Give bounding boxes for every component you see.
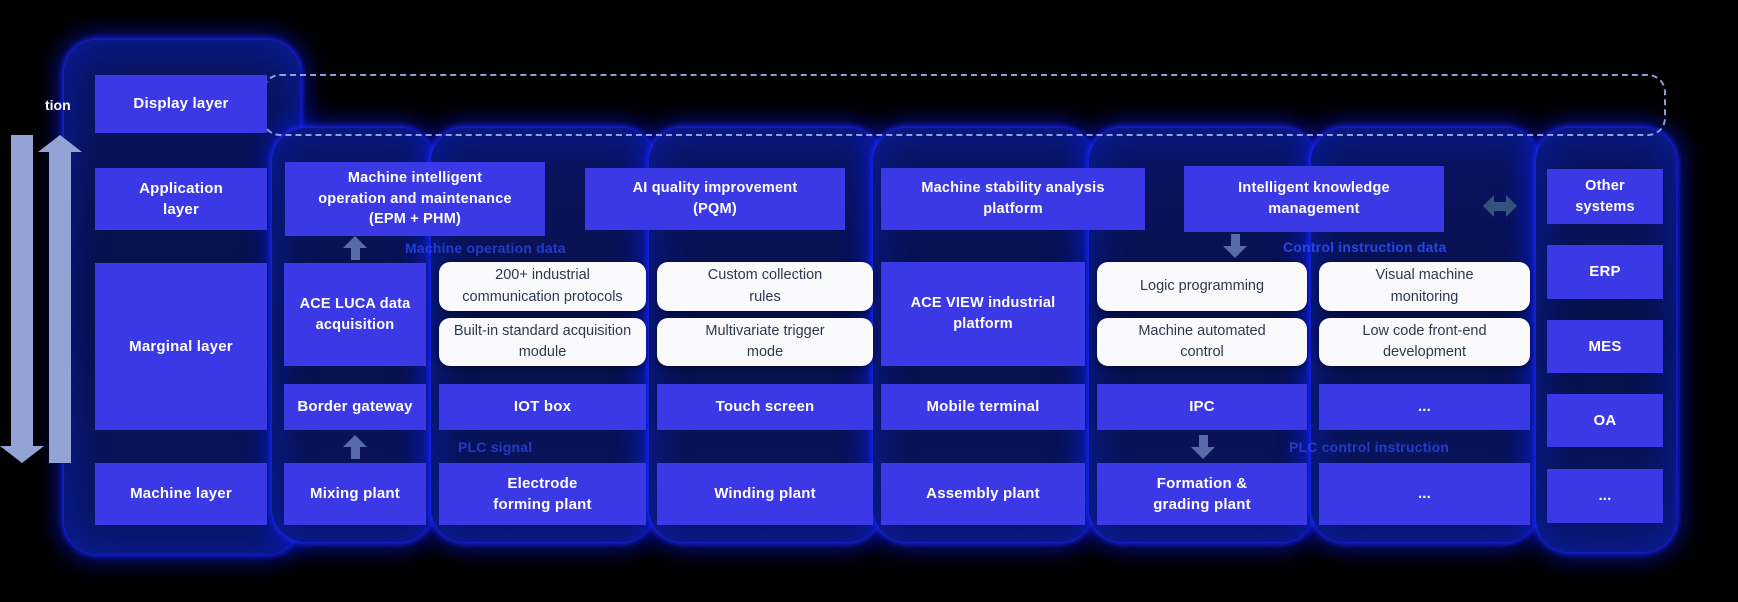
mini-arrow-down-icon [1191, 435, 1215, 459]
big-arrow-up-icon [38, 135, 82, 463]
external-box-erp: ERP [1547, 245, 1663, 299]
mini-arrow-up-icon [343, 236, 367, 260]
partial-clipped-text: tion [45, 97, 71, 113]
layer-box-application: Application layer [95, 168, 267, 230]
app-box-knowledge: Intelligent knowledge management [1184, 166, 1444, 232]
device-box-touch-screen: Touch screen [657, 384, 873, 430]
white-box-low-code: Low code front-end development [1319, 318, 1530, 366]
device-box-ipc: IPC [1097, 384, 1307, 430]
external-box-more: ... [1547, 469, 1663, 523]
white-box-multivariate: Multivariate trigger mode [657, 318, 873, 366]
white-box-visual-monitoring: Visual machine monitoring [1319, 262, 1530, 311]
device-box-border-gateway: Border gateway [284, 384, 426, 430]
app-box-epm-phm: Machine intelligent operation and mainte… [285, 162, 545, 236]
device-box-mobile-terminal: Mobile terminal [881, 384, 1085, 430]
device-box-iot: IOT box [439, 384, 646, 430]
white-box-logic-programming: Logic programming [1097, 262, 1307, 311]
mini-arrow-up-icon [343, 435, 367, 459]
machine-box-winding: Winding plant [657, 463, 873, 525]
double-arrow-icon [1483, 195, 1517, 217]
device-box-more: ... [1319, 384, 1530, 430]
white-box-builtin-module: Built-in standard acquisition module [439, 318, 646, 366]
layer-box-machine: Machine layer [95, 463, 267, 525]
layer-box-display: Display layer [95, 75, 267, 133]
flow-label-plc-signal: PLC signal [458, 439, 533, 455]
external-box-oa: OA [1547, 394, 1663, 447]
machine-box-mixing: Mixing plant [284, 463, 426, 525]
machine-box-assembly: Assembly plant [881, 463, 1085, 525]
mini-arrow-down-icon [1223, 234, 1247, 258]
external-box-mes: MES [1547, 320, 1663, 373]
machine-box-more: ... [1319, 463, 1530, 525]
big-arrow-down-icon [0, 135, 44, 463]
dashed-connection-frame [262, 74, 1666, 136]
white-box-protocols: 200+ industrial communication protocols [439, 262, 646, 311]
white-box-machine-automated: Machine automated control [1097, 318, 1307, 366]
machine-box-electrode: Electrode forming plant [439, 463, 646, 525]
marginal-box-ace-view: ACE VIEW industrial platform [881, 262, 1085, 366]
flow-label-control-instruction-data: Control instruction data [1283, 239, 1447, 255]
app-box-pqm: AI quality improvement (PQM) [585, 168, 845, 230]
machine-box-formation: Formation & grading plant [1097, 463, 1307, 525]
flow-label-machine-operation-data: Machine operation data [405, 240, 566, 256]
app-box-other-systems: Other systems [1547, 169, 1663, 224]
flow-label-plc-control-instruction: PLC control instruction [1289, 439, 1450, 455]
app-box-stability: Machine stability analysis platform [881, 168, 1145, 230]
layer-box-marginal: Marginal layer [95, 263, 267, 430]
marginal-box-ace-luca: ACE LUCA data acquisition [284, 263, 426, 366]
white-box-custom-rules: Custom collection rules [657, 262, 873, 311]
